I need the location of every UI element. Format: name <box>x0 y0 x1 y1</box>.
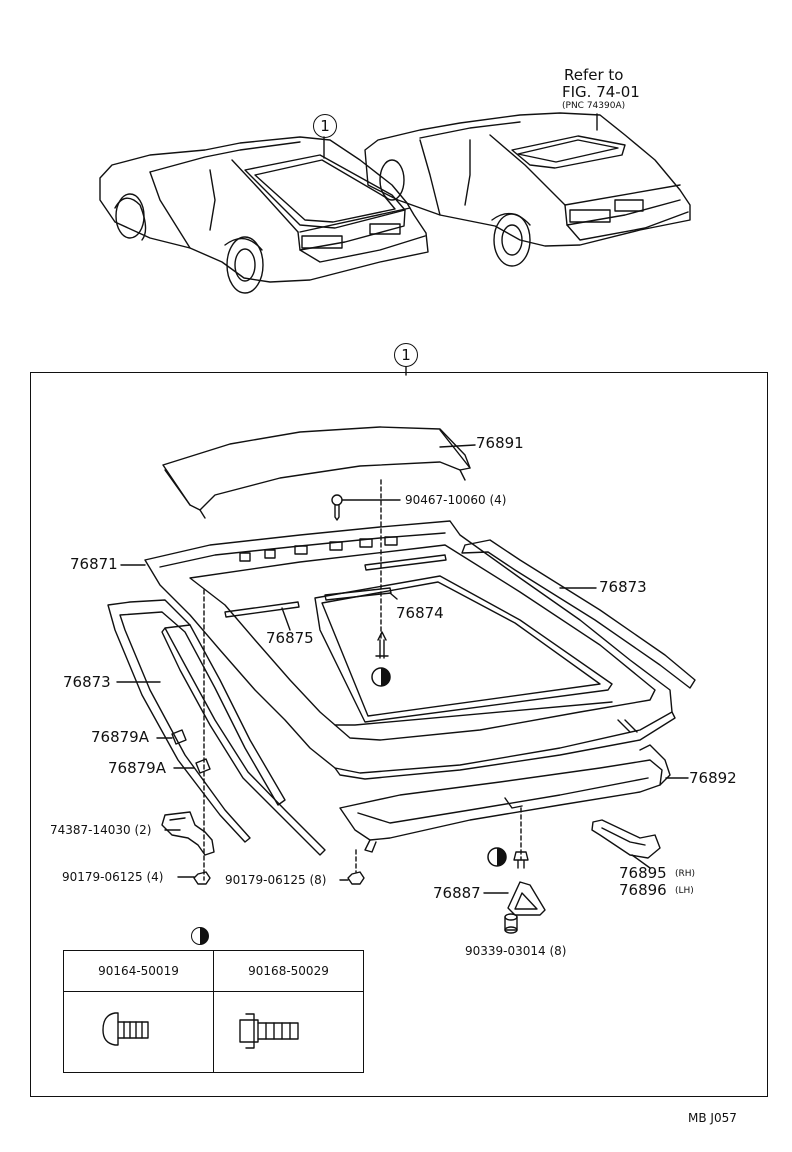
part-76879A-clip-1 <box>171 729 187 745</box>
label-76875: 76875 <box>266 629 314 647</box>
leader-76875 <box>281 607 291 631</box>
part-74387-bracket <box>161 811 215 856</box>
label-76891: 76891 <box>476 434 524 452</box>
label-76871: 76871 <box>70 555 118 573</box>
callout-circle-frame: 1 <box>394 343 418 367</box>
label-76896-side: (LH) <box>675 886 694 896</box>
legend-col2-image <box>213 991 364 1073</box>
part-76891-cover <box>162 426 471 519</box>
part-76879A-clip-2 <box>195 758 211 774</box>
part-76887-retainer <box>507 881 546 916</box>
part-76873-left-seal <box>107 599 326 856</box>
part-bolt-center <box>375 631 389 659</box>
part-90179-nut-left <box>193 871 211 885</box>
label-90179-4: 90179-06125 (4) <box>62 870 164 884</box>
label-76892: 76892 <box>689 769 737 787</box>
part-90179-nut-right <box>347 871 365 885</box>
legend-col2-header: 90168-50029 <box>213 950 364 992</box>
label-74387: 74387-14030 (2) <box>50 823 152 837</box>
car-right-illustration <box>364 112 691 267</box>
reference-line3: (PNC 74390A) <box>562 101 626 111</box>
part-90339-nut <box>504 913 518 934</box>
label-76873-left: 76873 <box>63 673 111 691</box>
part-76871-panel <box>144 520 676 780</box>
car-left-illustration <box>99 136 429 294</box>
label-76896: 76896 <box>619 881 667 899</box>
half-filled-circle-icon <box>191 927 209 945</box>
label-76873-right: 76873 <box>599 578 647 596</box>
label-76879A-2: 76879A <box>108 759 166 777</box>
callout-circle-top: 1 <box>313 114 337 138</box>
leader-76891 <box>439 444 476 448</box>
label-76874: 76874 <box>396 604 444 622</box>
label-90179-8: 90179-06125 (8) <box>225 873 327 887</box>
label-76887: 76887 <box>433 884 481 902</box>
screw-legend-table: 90164-50019 90168-50029 <box>63 950 364 1073</box>
reference-line2: FIG. 74-01 <box>562 83 640 101</box>
label-90467: 90467-10060 (4) <box>405 493 507 507</box>
leader-76874 <box>389 592 398 600</box>
label-76879A-1: 76879A <box>91 728 149 746</box>
part-bolt-bottom <box>513 851 529 869</box>
legend-col1-header: 90164-50019 <box>63 950 214 992</box>
label-76895: 76895 <box>619 864 667 882</box>
part-76873-right-seal <box>461 539 696 689</box>
label-90339: 90339-03014 (8) <box>465 944 567 958</box>
assembly-frame <box>30 372 768 1097</box>
label-76895-side: (RH) <box>675 869 696 879</box>
diagram-code: MB J057 <box>688 1111 737 1125</box>
reference-line1: Refer to <box>564 66 624 84</box>
half-filled-markers <box>371 667 507 867</box>
part-76895-bracket <box>591 819 661 859</box>
leader-76895 <box>631 854 651 869</box>
legend-col1-image <box>63 991 214 1073</box>
